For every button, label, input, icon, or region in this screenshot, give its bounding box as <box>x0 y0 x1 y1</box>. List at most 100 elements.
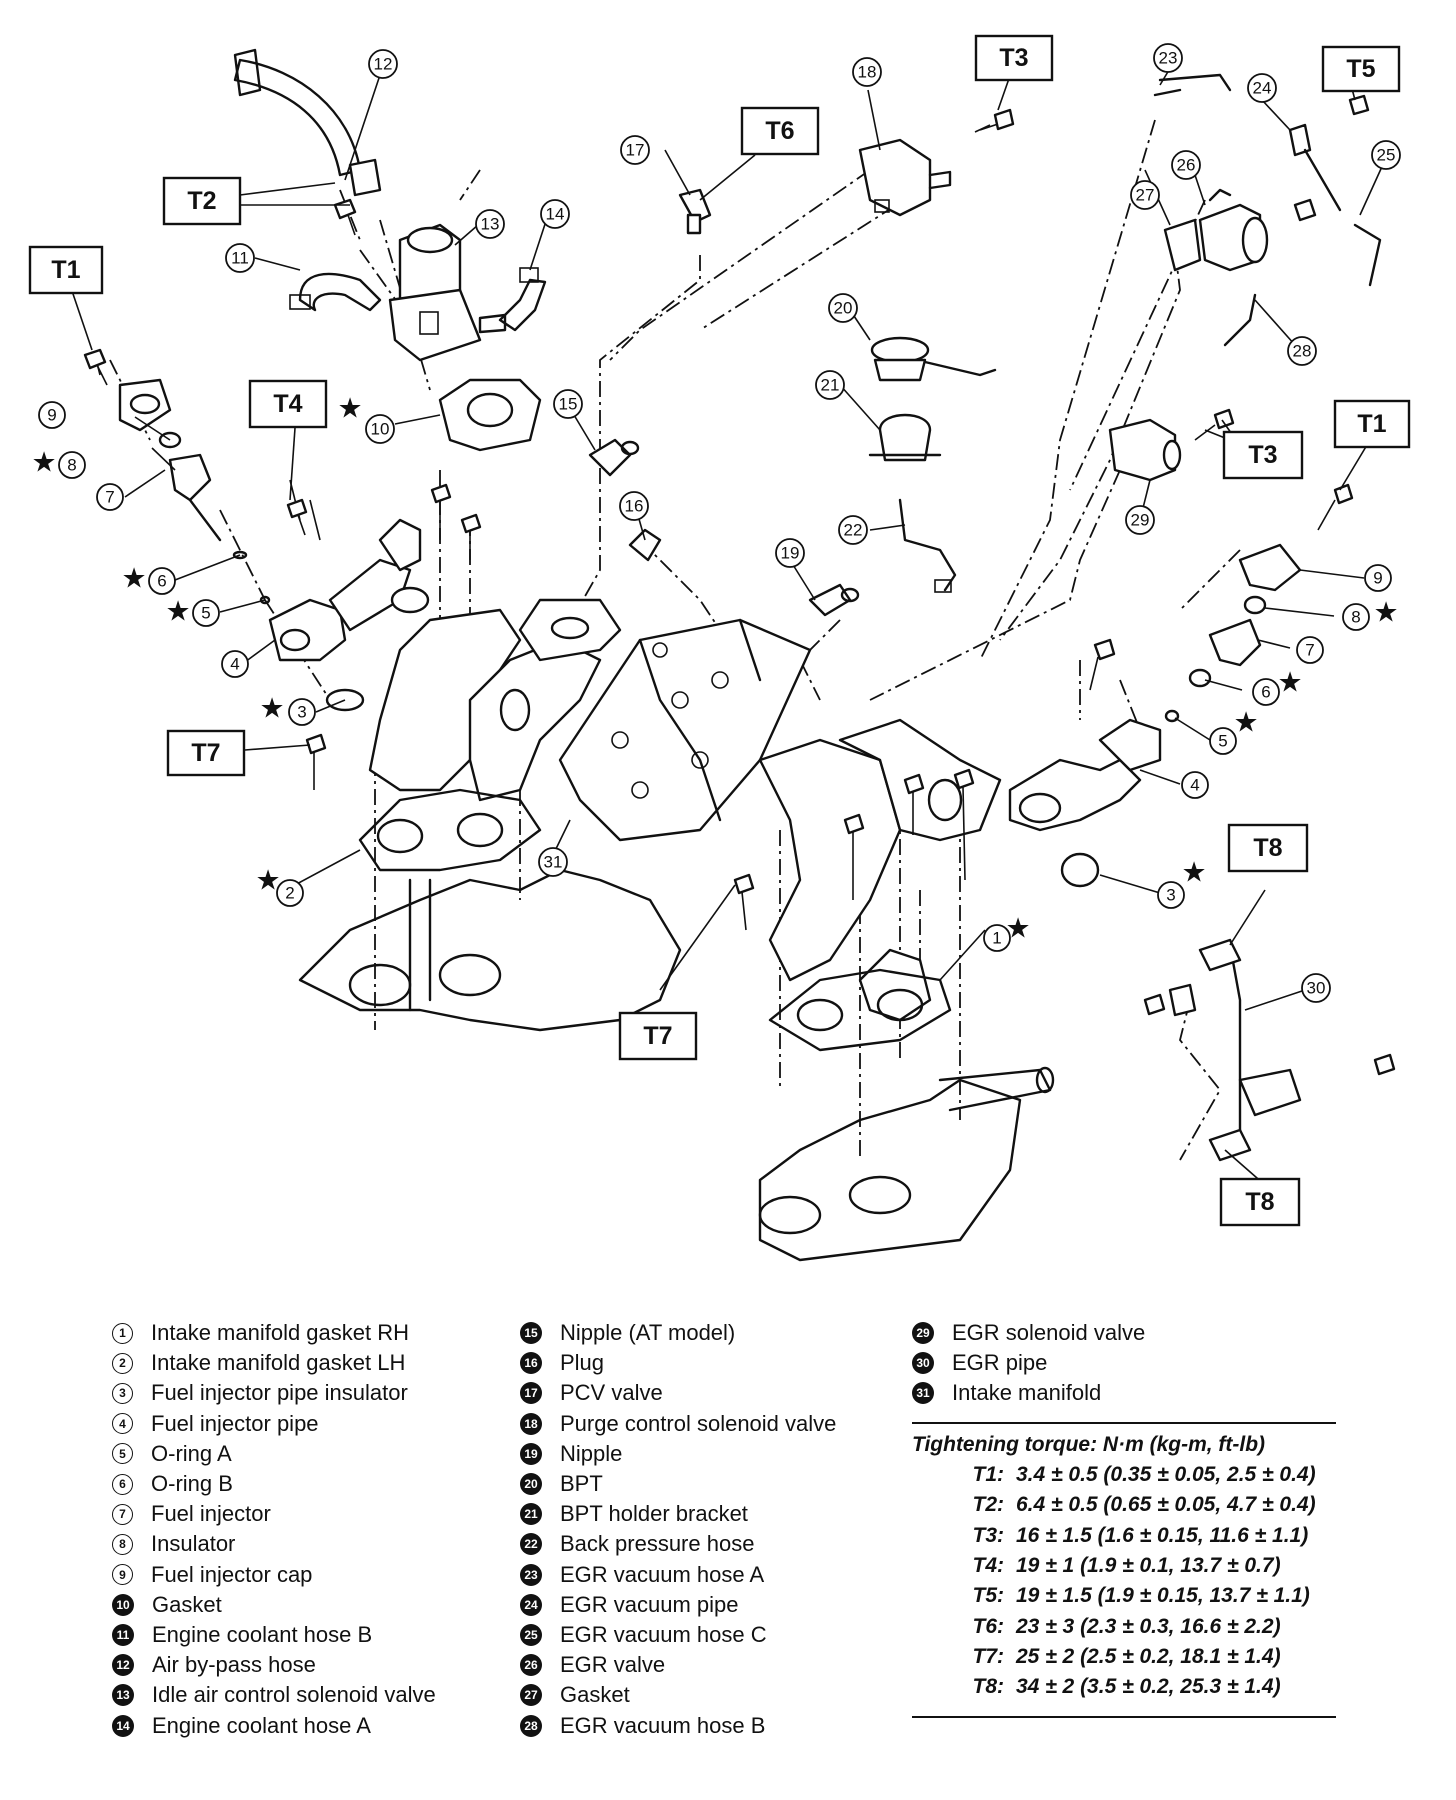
torque-row: T5:19 ± 1.5 (1.9 ± 0.15, 13.7 ± 1.1) <box>912 1581 1336 1611</box>
torque-box-t3-mid: T3 <box>1222 430 1304 480</box>
legend-item: 26 EGR valve <box>520 1650 836 1680</box>
legend-number: 4 <box>112 1413 133 1435</box>
legend-label: EGR valve <box>560 1652 666 1678</box>
svg-text:T3: T3 <box>1248 441 1277 469</box>
legend-number: 8 <box>112 1533 133 1555</box>
svg-text:17: 17 <box>626 141 645 160</box>
legend-number: 12 <box>112 1654 134 1677</box>
callout-6-right: 6 <box>1252 678 1280 706</box>
legend-label: Plug <box>560 1350 605 1376</box>
exploded-diagram: 1 2 3 3 4 4 5 5 6 6 7 7 8 8 9 9 10 11 12… <box>28 34 1411 1262</box>
legend-number: 23 <box>520 1563 542 1586</box>
svg-text:T3: T3 <box>999 44 1028 72</box>
callout-1: 1 <box>983 924 1011 952</box>
legend-label: EGR vacuum hose B <box>560 1712 766 1738</box>
torque-rows: T1:3.4 ± 0.5 (0.35 ± 0.05, 2.5 ± 0.4)T2:… <box>912 1460 1336 1702</box>
star-3-right: ★ <box>1181 856 1206 889</box>
svg-text:8: 8 <box>1351 608 1360 627</box>
svg-text:25: 25 <box>1377 146 1396 165</box>
legend-number: 3 <box>112 1382 133 1404</box>
svg-text:T7: T7 <box>643 1022 672 1050</box>
svg-text:T1: T1 <box>1357 410 1386 438</box>
svg-text:5: 5 <box>1218 732 1227 751</box>
legend-number: 17 <box>520 1382 542 1405</box>
callout-13: 13 <box>475 209 505 239</box>
legend-label: Fuel injector cap <box>151 1561 313 1587</box>
svg-text:30: 30 <box>1307 979 1326 998</box>
legend-label: Idle air control solenoid valve <box>152 1682 436 1708</box>
legend-label: EGR pipe <box>952 1350 1048 1376</box>
bpt-bracket <box>868 413 942 462</box>
purge-control-solenoid <box>858 119 1011 217</box>
torque-box-t7-left: T7 <box>166 729 246 777</box>
callout-23: 23 <box>1153 43 1183 73</box>
callout-17: 17 <box>620 135 650 165</box>
idle-air-control-valve <box>388 223 482 362</box>
callout-26: 26 <box>1171 150 1201 180</box>
torque-row: T8:34 ± 2 (3.5 ± 0.2, 25.3 ± 1.4) <box>912 1672 1336 1702</box>
legend-number: 26 <box>520 1654 542 1677</box>
legend-label: EGR solenoid valve <box>952 1320 1146 1346</box>
legend-number: 2 <box>112 1352 133 1374</box>
callout-14: 14 <box>540 199 570 229</box>
svg-text:T8: T8 <box>1245 1188 1274 1216</box>
torque-box-t1-right: T1 <box>1333 399 1411 449</box>
svg-text:10: 10 <box>371 420 390 439</box>
svg-text:7: 7 <box>1305 641 1314 660</box>
egr-valve <box>1198 188 1269 272</box>
legend-number: 28 <box>520 1714 542 1737</box>
star-6-right: ★ <box>1277 666 1302 699</box>
svg-text:T6: T6 <box>765 117 794 145</box>
legend-label: Gasket <box>560 1682 630 1708</box>
torque-box-t5: T5 <box>1321 45 1401 93</box>
legend-number: 6 <box>112 1473 133 1495</box>
callout-12: 12 <box>368 49 398 79</box>
callout-16: 16 <box>619 491 649 521</box>
coolant-hose-a <box>478 267 547 334</box>
torque-box-t6: T6 <box>740 106 820 156</box>
torque-value: 19 ± 1 (1.9 ± 0.1, 13.7 ± 0.7) <box>1016 1554 1281 1578</box>
svg-text:2: 2 <box>285 884 294 903</box>
callout-27: 27 <box>1130 180 1160 210</box>
callout-4-right: 4 <box>1181 771 1209 799</box>
svg-text:3: 3 <box>297 703 306 722</box>
legend-number: 29 <box>912 1322 934 1345</box>
torque-key: T2: <box>972 1493 1005 1517</box>
torque-box-t1-left: T1 <box>28 245 104 295</box>
air-bypass-hose <box>233 48 382 197</box>
svg-text:14: 14 <box>546 205 565 224</box>
cylinder-head-right <box>758 1066 1055 1262</box>
star-8-right: ★ <box>1373 596 1398 629</box>
svg-text:19: 19 <box>781 544 800 563</box>
legend-label: Back pressure hose <box>560 1531 755 1557</box>
legend-number: 21 <box>520 1503 542 1526</box>
egr-vacuum-hose-c <box>1353 223 1382 287</box>
svg-text:26: 26 <box>1177 156 1196 175</box>
torque-row: T2: 6.4 ± 0.5 (0.65 ± 0.05, 4.7 ± 0.4) <box>912 1490 1336 1520</box>
callout-28: 28 <box>1287 336 1317 366</box>
legend-number: 16 <box>520 1352 542 1375</box>
legend-label: Nipple <box>560 1440 623 1466</box>
torque-table: Tightening torque: N·m (kg-m, ft-lb) T1:… <box>912 1422 1336 1719</box>
nipple-19 <box>808 583 860 617</box>
callout-31: 31 <box>538 847 568 877</box>
torque-value: 3.4 ± 0.5 (0.35 ± 0.05, 2.5 ± 0.4) <box>1016 1463 1316 1487</box>
svg-text:3: 3 <box>1166 886 1175 905</box>
callout-4-left: 4 <box>221 650 249 678</box>
svg-text:8: 8 <box>67 456 76 475</box>
legend-label: Air by-pass hose <box>152 1652 316 1678</box>
torque-value: 6.4 ± 0.5 (0.65 ± 0.05, 4.7 ± 0.4) <box>1016 1493 1316 1517</box>
svg-text:29: 29 <box>1131 511 1150 530</box>
legend-number: 13 <box>112 1684 134 1707</box>
legend-item: 12 Air by-pass hose <box>112 1650 436 1680</box>
